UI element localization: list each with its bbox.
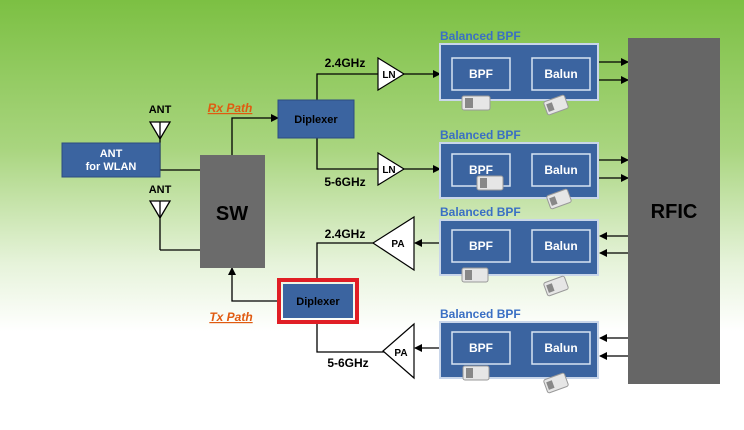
balun-label: Balun [544,67,577,81]
freq-label-rx-24: 2.4GHz [325,56,366,70]
bpf-block [451,57,511,91]
balun-label: Balun [544,239,577,253]
rx-diplexer-label: Diplexer [294,114,338,126]
chip-component-icon [546,188,572,210]
pa-label: PA [394,348,407,359]
rfic-label: RFIC [651,201,698,223]
balanced-bpf-title: Balanced BPF [440,128,521,142]
freq-label-tx-56: 5-6GHz [327,356,368,370]
balun-block [531,331,591,365]
balun-label: Balun [544,341,577,355]
balanced-bpf-group: Balanced BPF BPF Balun [439,307,599,394]
bpf-label: BPF [469,341,493,355]
balun-block [531,229,591,263]
bpf-label: BPF [469,163,493,177]
ln-label: LN [382,70,395,81]
chip-component-icon [461,95,491,111]
ant-block-line2: for WLAN [86,161,137,173]
balanced-bpf-title: Balanced BPF [440,29,521,43]
freq-label-rx-56: 5-6GHz [324,175,365,189]
bpf-label: BPF [469,239,493,253]
pa-amplifier-icon: PA [382,322,415,380]
tx-diplexer-block: Diplexer [277,278,359,324]
rx-diplexer-block: Diplexer [277,99,355,139]
balanced-bpf-group: Balanced BPF BPF Balun [439,205,599,297]
ant-block-line1: ANT [100,148,123,160]
ln-amplifier-icon: LN [377,151,406,187]
bpf-block [451,331,511,365]
chip-component-icon [461,267,489,283]
ln-amplifier-icon: LN [377,56,406,92]
tx-path-label: Tx Path [209,310,252,324]
chip-component-icon [476,175,504,191]
balun-label: Balun [544,163,577,177]
ln-label: LN [382,165,395,176]
chip-component-icon [543,372,569,394]
ant-label-top: ANT [149,104,172,116]
rfic-block: RFIC [628,38,720,384]
freq-label-tx-24: 2.4GHz [325,227,366,241]
ant-for-wlan-block: ANT for WLAN [61,142,161,178]
chip-component-icon [543,275,569,297]
bpf-label: BPF [469,67,493,81]
balanced-bpf-group: Balanced BPF BPF Balun [439,29,599,116]
antenna-icon: ANT [149,104,172,141]
pa-amplifier-icon: PA [371,215,415,272]
chip-component-icon [462,365,490,381]
tx-diplexer-label: Diplexer [296,296,340,308]
sw-label: SW [216,203,248,225]
sw-block: SW [200,155,265,268]
balun-block [531,153,591,187]
bpf-block [451,229,511,263]
ant-label-bottom: ANT [149,184,172,196]
pa-label: PA [391,239,404,250]
balanced-bpf-title: Balanced BPF [440,307,521,321]
highlight-box [277,278,359,324]
antenna-icon: ANT [149,184,172,220]
balanced-bpf-title: Balanced BPF [440,205,521,219]
chip-component-icon [543,94,569,116]
balun-block [531,57,591,91]
balanced-bpf-group: Balanced BPF BPF Balun [439,128,599,210]
wires [159,58,629,360]
rx-path-label: Rx Path [208,101,253,115]
